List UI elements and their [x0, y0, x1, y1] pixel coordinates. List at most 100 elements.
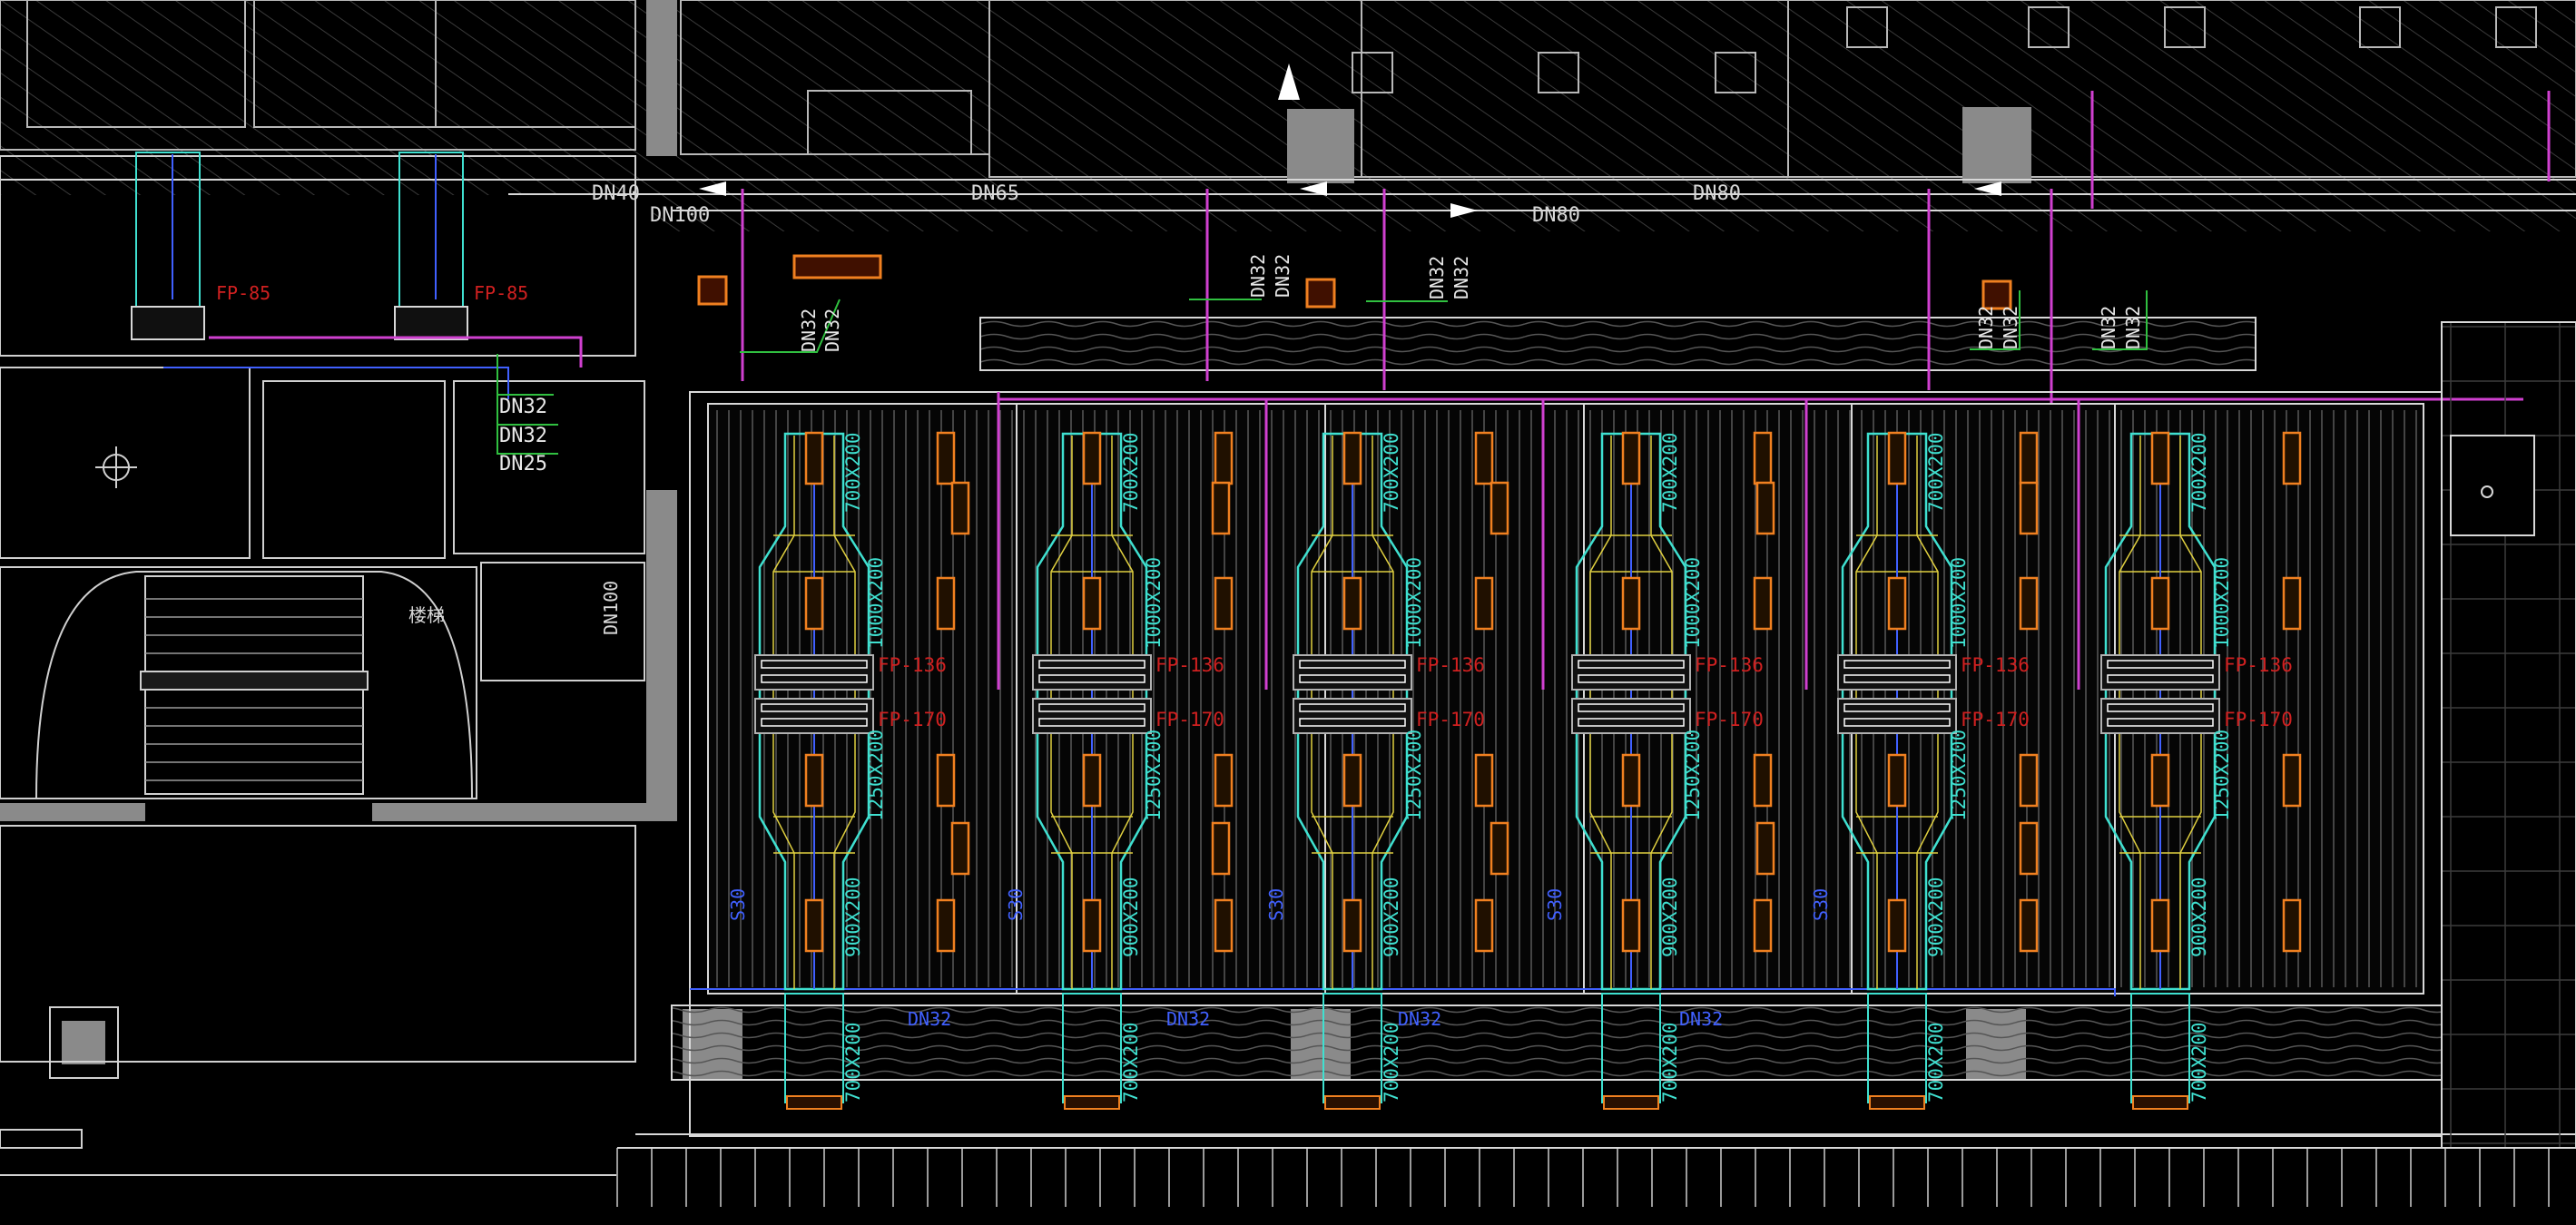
- duct-size-outlet: 700X200: [842, 1022, 864, 1102]
- duct-size-top: 700X200: [1381, 432, 1402, 513]
- left-pipe-label-dn32-1: DN32: [499, 396, 547, 418]
- duct-size-low: 1250X200: [865, 730, 887, 821]
- fcu-grille: [1299, 703, 1406, 712]
- duct-outline: [1575, 432, 1687, 991]
- air-diffuser: [1621, 576, 1641, 631]
- air-diffuser: [1211, 821, 1231, 876]
- air-diffuser: [2019, 898, 2039, 953]
- flow-arrows: [699, 64, 2001, 218]
- duct-inner: [1589, 436, 1673, 989]
- air-diffuser: [936, 576, 956, 631]
- fcu-grille: [1844, 718, 1951, 727]
- fcu-grille: [1578, 660, 1685, 669]
- stair-treads: [145, 598, 363, 781]
- air-diffuser: [804, 576, 824, 631]
- air-diffuser: [2282, 898, 2302, 953]
- fcu-label-a: FP-136: [1961, 654, 2030, 676]
- left-pipe-label-dn100: DN100: [600, 581, 622, 635]
- air-diffuser: [2150, 753, 2170, 808]
- duct-size-bottom: 900X200: [2188, 877, 2210, 957]
- duct-size-low: 1250X200: [2211, 730, 2233, 821]
- air-diffuser: [1342, 898, 1362, 953]
- fcu-grille: [1844, 674, 1951, 683]
- air-diffuser: [936, 431, 956, 485]
- air-diffuser: [1214, 576, 1234, 631]
- pipe-label-dn32-c2: DN32: [1450, 256, 1472, 299]
- pipe-label-dn32-e1: DN32: [2098, 306, 2119, 349]
- duct-size-top: 700X200: [1120, 432, 1142, 513]
- magenta-risers: [741, 91, 2551, 408]
- fcu-grille: [1578, 674, 1685, 683]
- fcu-grille: [1038, 660, 1145, 669]
- air-diffuser: [804, 898, 824, 953]
- fcu-grille: [1038, 703, 1145, 712]
- ahu-unit-u2: 700X2001000X2001250X200900X200700X200FP-…: [950, 431, 1234, 1110]
- duct-inner: [772, 436, 856, 989]
- left-fcu-group: [131, 152, 583, 399]
- fcu-label-a: FP-136: [1416, 654, 1485, 676]
- unit-side-label: S30: [1810, 888, 1832, 921]
- fcu-label-b: FP-170: [1416, 709, 1485, 730]
- air-diffuser: [2150, 576, 2170, 631]
- hall-magenta-header: [997, 392, 2523, 690]
- left-branch-leaders: [497, 354, 558, 455]
- pipe-label-dn32-d2: DN32: [2000, 306, 2021, 349]
- air-diffuser: [804, 753, 824, 808]
- fcu-label-b: FP-170: [1155, 709, 1224, 730]
- air-diffuser: [950, 821, 970, 876]
- fcu-label-a: FP-136: [878, 654, 947, 676]
- air-diffuser: [1342, 753, 1362, 808]
- dn32-leaders: [740, 290, 2148, 353]
- air-diffuser: [2019, 576, 2039, 631]
- windows: [1352, 6, 2537, 93]
- fcu-grille: [761, 674, 868, 683]
- right-room-marker: [2481, 485, 2493, 498]
- air-diffuser: [1753, 753, 1773, 808]
- pipe-label-dn32-b2: DN32: [1272, 254, 1293, 298]
- air-diffuser: [1887, 431, 1907, 485]
- fcu-grille: [1299, 660, 1406, 669]
- ahu-unit-u4: 700X2001000X2001250X200900X200700X200FP-…: [1490, 431, 1773, 1110]
- air-diffuser: [1887, 576, 1907, 631]
- air-diffuser: [1214, 898, 1234, 953]
- duct-outline: [758, 432, 870, 991]
- pipe-label-dn80-a: DN80: [1532, 204, 1580, 227]
- duct-size-outlet: 700X200: [1120, 1022, 1142, 1102]
- air-diffuser: [804, 431, 824, 485]
- outlet-diffuser: [1324, 1095, 1381, 1110]
- unit-side-label: S30: [727, 888, 749, 921]
- duct-size-mid: 1000X200: [1682, 557, 1704, 649]
- air-diffuser: [1621, 898, 1641, 953]
- pipe-label-dn32-d1: DN32: [1975, 306, 1997, 349]
- fcu-grille: [2107, 718, 2214, 727]
- air-diffuser: [1082, 431, 1102, 485]
- duct-inner: [1050, 436, 1134, 989]
- outlet-diffuser: [1603, 1095, 1659, 1110]
- duct-size-outlet: 700X200: [1381, 1022, 1402, 1102]
- junction-boxes: [697, 254, 2012, 310]
- air-diffuser: [1621, 431, 1641, 485]
- fcu-grille: [761, 703, 868, 712]
- air-diffuser: [1490, 481, 1509, 535]
- unit-side-label: S30: [1544, 888, 1566, 921]
- pipe-label-dn65: DN65: [971, 182, 1019, 205]
- air-diffuser: [1755, 481, 1775, 535]
- hatch-zone-corridor: [654, 195, 2576, 231]
- duct-size-outlet: 700X200: [2188, 1022, 2210, 1102]
- pipe-label-dn40: DN40: [592, 182, 640, 205]
- duct-size-low: 1250X200: [1682, 730, 1704, 821]
- air-diffuser: [2019, 753, 2039, 808]
- air-diffuser: [2282, 431, 2302, 485]
- pipe-label-dn32-c1: DN32: [1426, 256, 1448, 299]
- air-diffuser: [1342, 431, 1362, 485]
- bottom-railing: [616, 1147, 2576, 1207]
- duct-size-mid: 1000X200: [2211, 557, 2233, 649]
- air-diffuser: [1082, 576, 1102, 631]
- air-diffuser: [1887, 753, 1907, 808]
- air-diffuser: [1342, 576, 1362, 631]
- main-pipe-lines: [0, 179, 2576, 211]
- fcu-grille: [1844, 703, 1951, 712]
- air-diffuser: [936, 898, 956, 953]
- bottom-pipe-label-dn32-2: DN32: [1166, 1008, 1210, 1030]
